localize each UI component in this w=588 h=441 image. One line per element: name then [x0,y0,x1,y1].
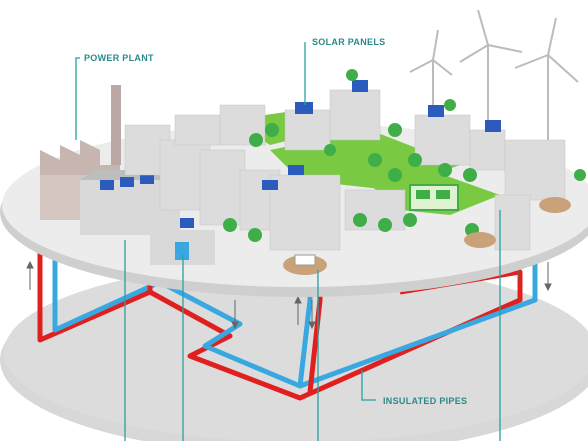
tree-icon [223,69,586,242]
cold-pipe [52,222,538,389]
solar-panel-icon [100,180,114,190]
rooftop-solar-panels [262,80,501,190]
power-plant-label: POWER PLANT [84,53,154,63]
lower-platform [0,262,588,441]
power-plant-building [40,85,215,265]
bus-icon [409,184,459,211]
hot-pipe [37,222,523,401]
solar-panels-label: SOLAR PANELS [312,37,385,47]
city-buildings [124,89,566,251]
leader-lines [75,42,501,441]
smokestack-icon [111,85,121,165]
heat-exchangers [283,197,571,275]
insulated-pipes-label: INSULATED PIPES [383,396,467,406]
